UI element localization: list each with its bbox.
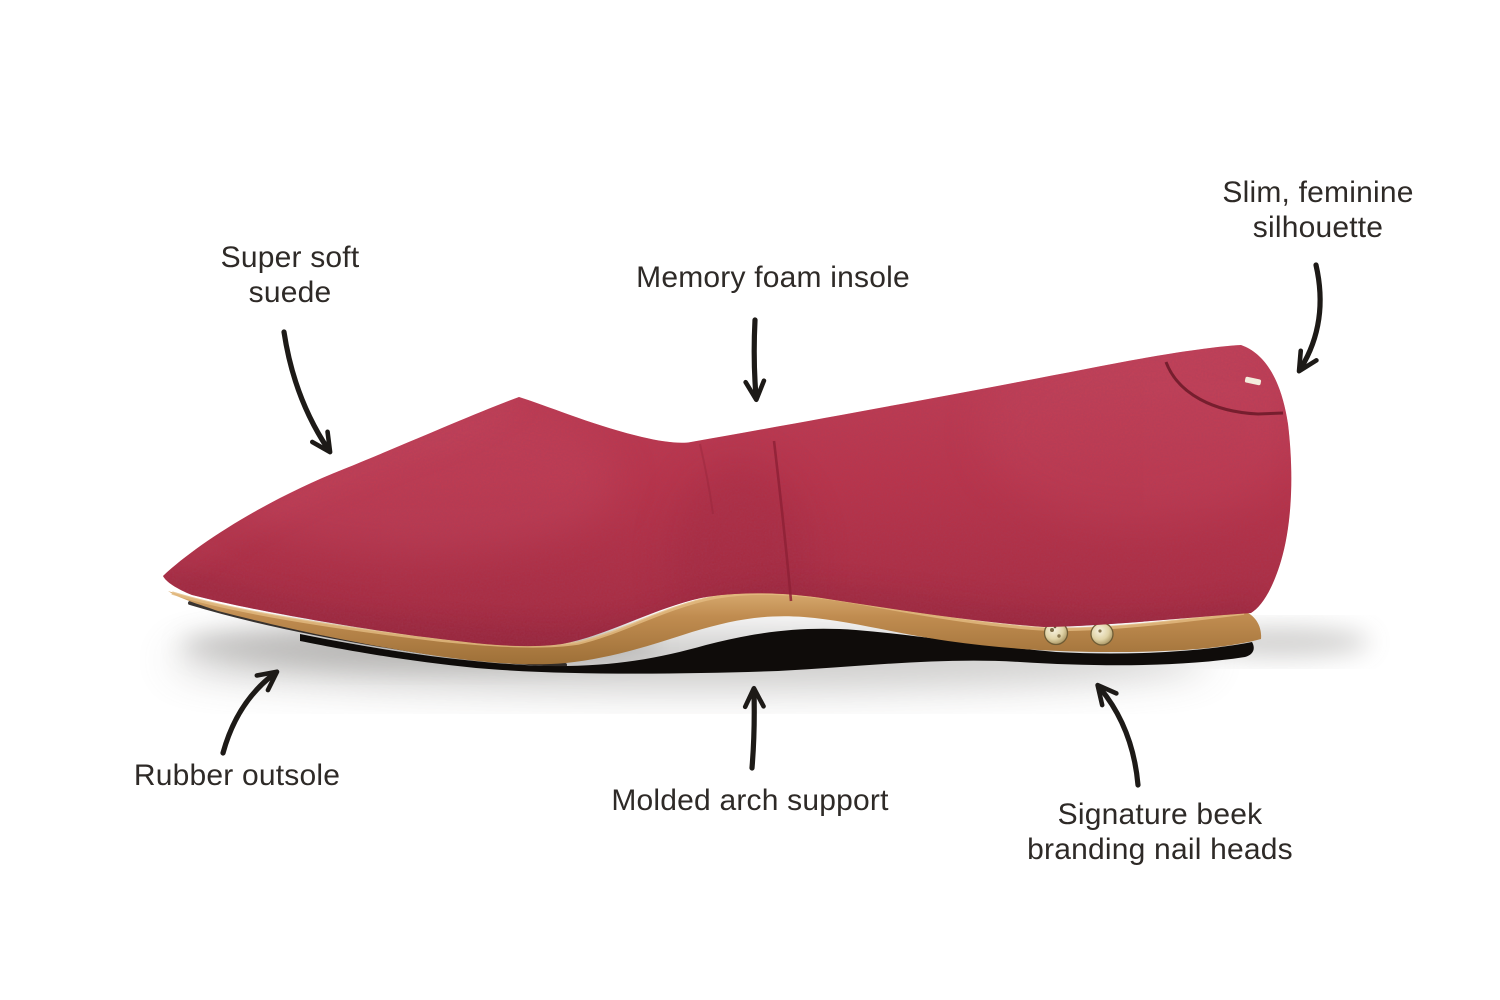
label-molded-arch-support: Molded arch support xyxy=(611,783,888,818)
nailhead-stud xyxy=(1090,622,1114,646)
nailheads-arrow-icon xyxy=(1095,682,1141,788)
label-line: branding nail heads xyxy=(1027,833,1293,866)
label-line: Memory foam insole xyxy=(636,261,910,294)
label-rubber-outsole: Rubber outsole xyxy=(134,758,340,793)
label-super-soft-suede: Super soft suede xyxy=(221,240,360,310)
label-line: Signature beek xyxy=(1057,798,1263,831)
label-memory-foam-insole: Memory foam insole xyxy=(636,260,910,295)
insole-arrow-icon xyxy=(743,317,767,403)
heel-tab-label xyxy=(1244,376,1262,386)
label-line: Slim, feminine xyxy=(1222,176,1414,209)
label-line: silhouette xyxy=(1252,211,1384,244)
label-line: Rubber outsole xyxy=(133,759,341,792)
shoe-outsole-underside xyxy=(300,628,1254,674)
suede-arrow-icon xyxy=(281,329,333,455)
heel-tab-seam xyxy=(1164,361,1284,416)
label-line: Super soft xyxy=(220,241,360,274)
annotation-arrows xyxy=(220,262,1323,788)
label-line: Molded arch support xyxy=(611,784,889,817)
label-line: suede xyxy=(248,276,332,309)
upper-seams xyxy=(699,361,1284,602)
arch-arrow-icon xyxy=(742,685,766,771)
vamp-seam xyxy=(772,440,793,602)
shoe-sole xyxy=(168,591,1262,665)
silhouette-arrow-icon xyxy=(1296,262,1323,374)
outsole-arrow-icon xyxy=(220,669,280,756)
throat-crease xyxy=(699,443,714,515)
label-slim-feminine-silhouette: Slim, feminine silhouette xyxy=(1222,175,1413,245)
label-signature-beek-nail-heads: Signature beek branding nail heads xyxy=(1027,797,1293,867)
